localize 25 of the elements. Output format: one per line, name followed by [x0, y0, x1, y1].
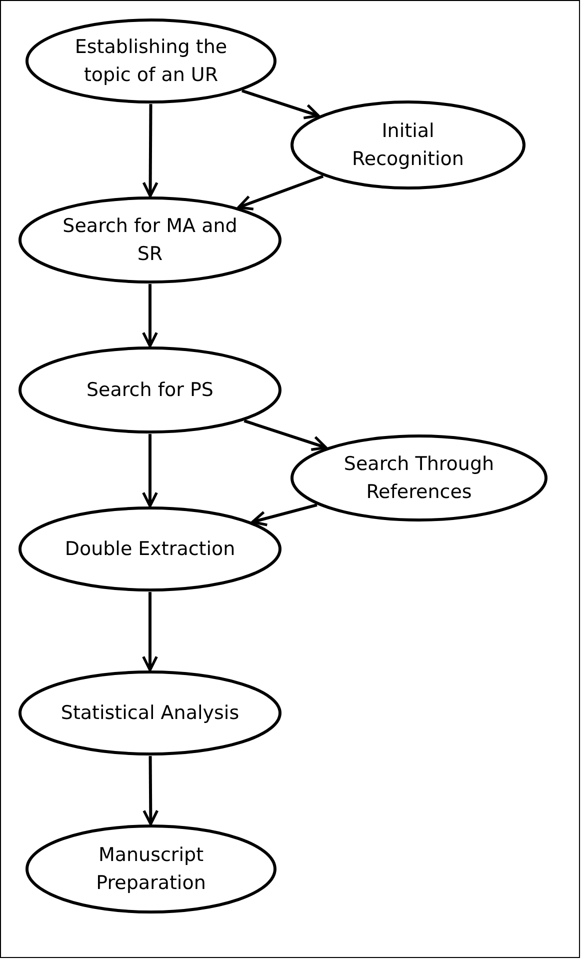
process-ellipse [18, 346, 282, 434]
process-ellipse [18, 670, 282, 756]
arrow [242, 89, 320, 120]
arrow [251, 503, 318, 526]
process-ellipse [290, 100, 526, 190]
node-label: Manuscript Preparation [95, 843, 207, 896]
node-label: Establishing the topic of an UR [74, 35, 228, 88]
arrow [142, 104, 158, 198]
process-ellipse [290, 434, 548, 522]
arrow [142, 284, 158, 348]
arrow [142, 592, 158, 672]
node-label: Initial Recognition [351, 119, 465, 172]
arrow [244, 419, 328, 452]
process-ellipse [25, 18, 277, 104]
arrow [142, 434, 158, 508]
process-ellipse [18, 506, 282, 592]
arrow [237, 174, 324, 210]
node-label: Double Extraction [64, 537, 236, 562]
node-label: Search for PS [86, 378, 214, 403]
process-ellipse [18, 196, 282, 284]
node-label: Search Through References [342, 452, 496, 505]
process-ellipse [25, 824, 277, 914]
node-label: Search for MA and SR [62, 214, 238, 267]
arrow [142, 756, 159, 826]
node-label: Statistical Analysis [60, 701, 240, 726]
